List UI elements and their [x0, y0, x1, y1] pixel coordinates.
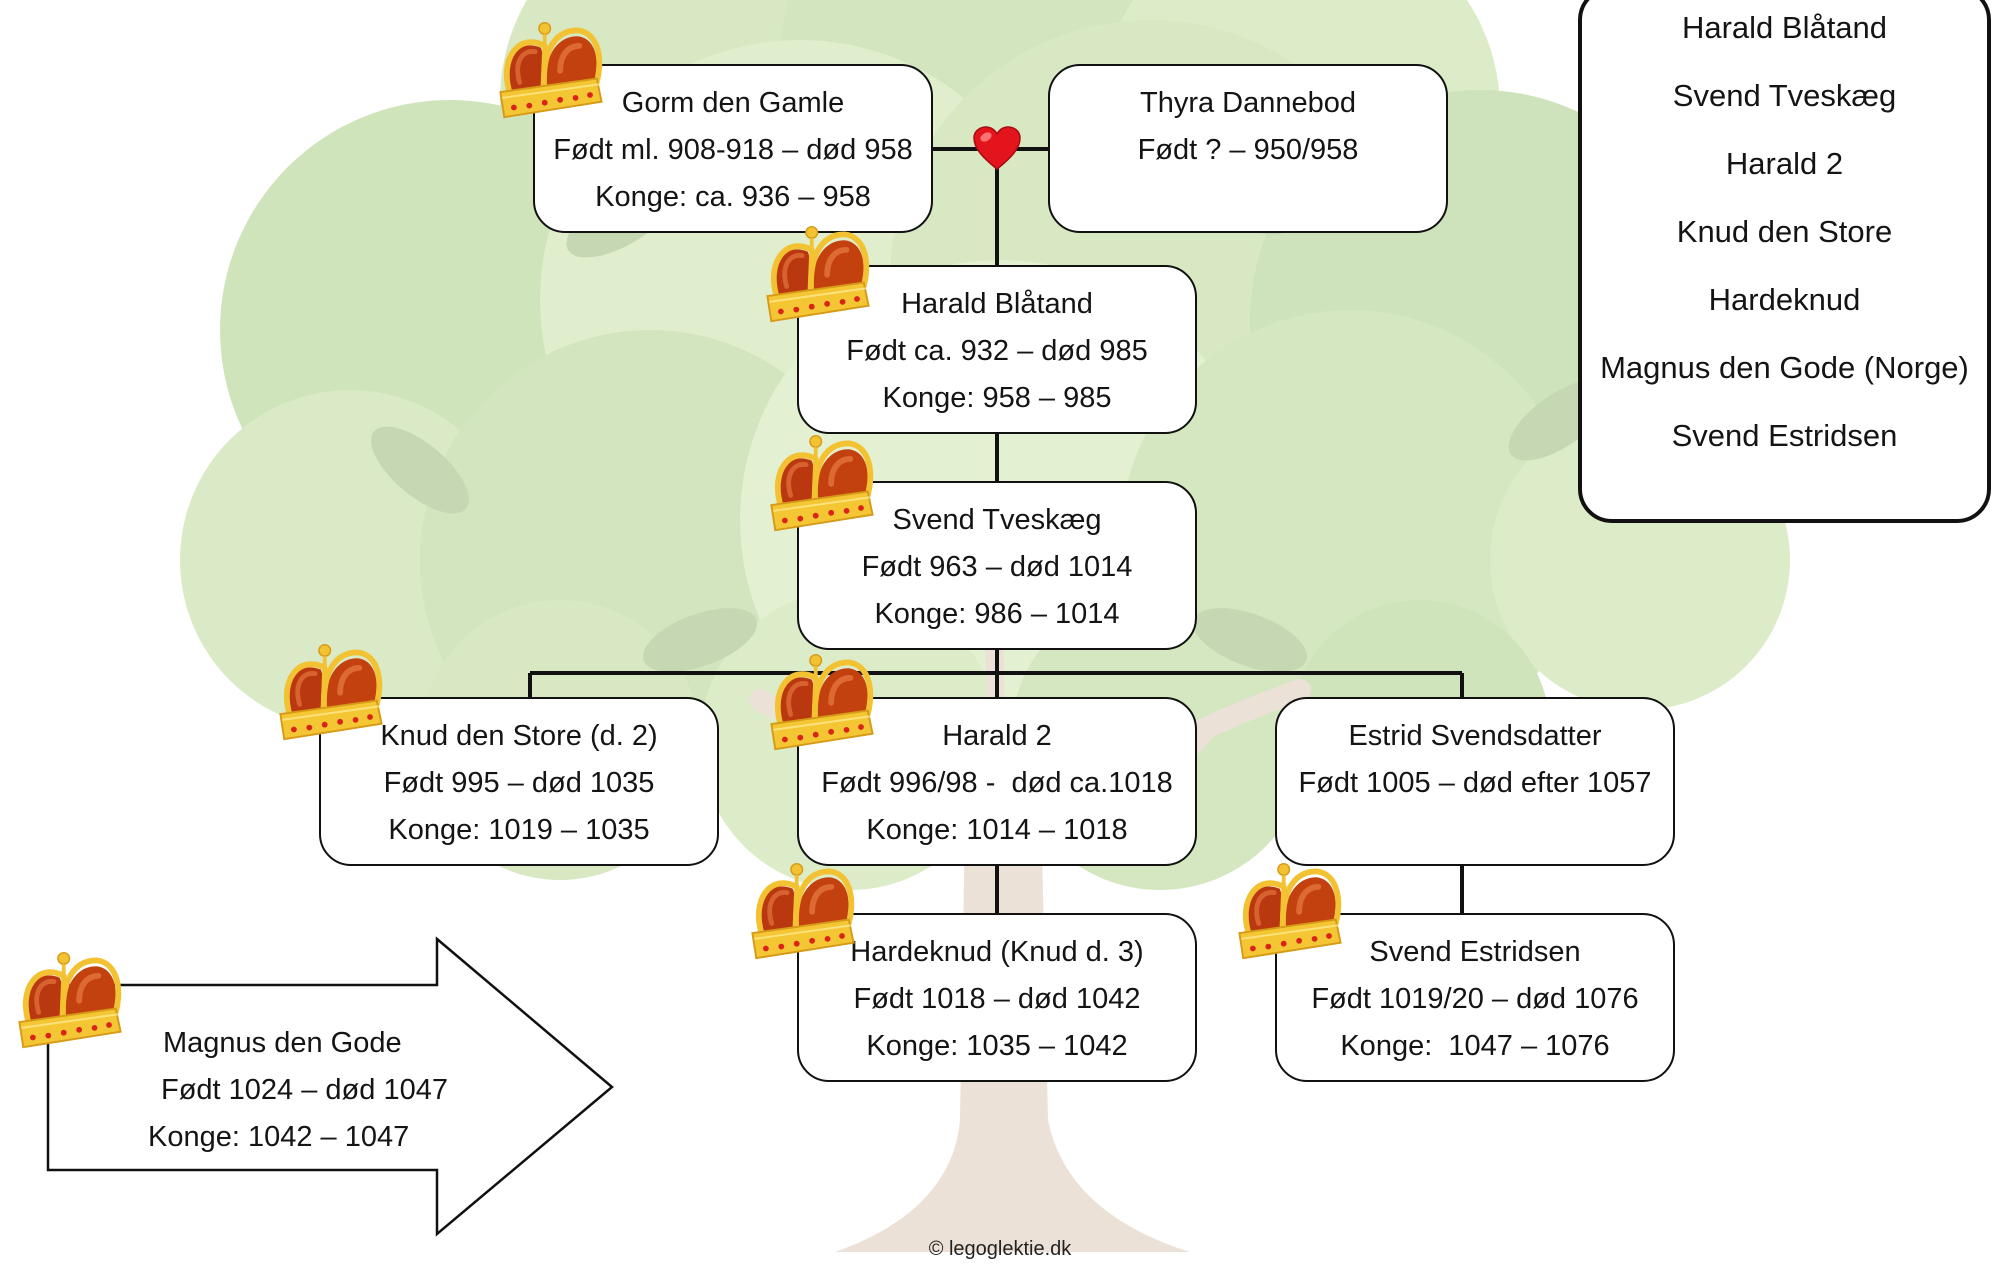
person-lifespan: Født 963 – død 1014: [861, 551, 1133, 583]
person-reign: Konge: 958 – 985: [882, 382, 1112, 414]
person-card-estrid-svendsdatter: Estrid Svendsdatter Født 1005 – død efte…: [1275, 697, 1675, 866]
person-card-hardeknud: Hardeknud (Knud d. 3) Født 1018 – død 10…: [797, 913, 1197, 1082]
person-lifespan: Født 995 – død 1035: [383, 767, 655, 799]
person-card-gorm-den-gamle: Gorm den Gamle Født ml. 908-918 – død 95…: [533, 64, 933, 233]
person-name: Harald Blåtand: [901, 288, 1093, 320]
person-card-harald-2: Harald 2 Født 996/98 - død ca.1018 Konge…: [797, 697, 1197, 866]
crown-icon: [762, 647, 881, 753]
crown-icon: [1230, 856, 1349, 962]
person-name: Knud den Store (d. 2): [380, 720, 658, 752]
king-list-item: Hardeknud: [1708, 282, 1861, 317]
person-card-svend-estridsen: Svend Estridsen Født 1019/20 – død 1076 …: [1275, 913, 1675, 1082]
person-reign: Konge: ca. 936 – 958: [595, 181, 871, 213]
person-name: Estrid Svendsdatter: [1348, 720, 1602, 752]
arrow-right-shape: [46, 936, 614, 1237]
magnus-reign: Konge: 1042 – 1047: [148, 1121, 410, 1153]
crown-icon: [762, 428, 881, 534]
person-reign: Konge: 1035 – 1042: [866, 1030, 1128, 1062]
person-name: Gorm den Gamle: [621, 87, 845, 119]
king-list-item: Svend Estridsen: [1671, 418, 1898, 453]
crown-icon: [271, 637, 390, 743]
king-list-item: Harald Blåtand: [1681, 10, 1888, 45]
person-card-knud-den-store: Knud den Store (d. 2) Født 995 – død 103…: [319, 697, 719, 866]
person-lifespan: Født 996/98 - død ca.1018: [821, 767, 1173, 799]
crown-icon: [10, 945, 129, 1051]
person-name: Harald 2: [942, 720, 1052, 752]
person-lifespan: Født 1018 – død 1042: [853, 983, 1141, 1015]
heart-icon: [973, 126, 1021, 170]
person-lifespan: Født 1005 – død efter 1057: [1298, 767, 1652, 799]
crown-icon: [491, 15, 610, 121]
person-name: Thyra Dannebod: [1139, 87, 1357, 119]
king-list-item: Magnus den Gode (Norge): [1600, 350, 1969, 385]
king-list-item: Knud den Store: [1676, 214, 1893, 249]
person-reign: Konge: 1014 – 1018: [866, 814, 1128, 846]
person-lifespan: Født ? – 950/958: [1137, 134, 1359, 166]
magnus-name: Magnus den Gode: [163, 1027, 402, 1059]
king-list-item: Harald 2: [1725, 146, 1844, 181]
person-card-harald-blatand: Harald Blåtand Født ca. 932 – død 985 Ko…: [797, 265, 1197, 434]
king-list: Harald Blåtand Svend Tveskæg Harald 2 Kn…: [1578, 0, 1991, 523]
person-name: Svend Estridsen: [1369, 936, 1581, 968]
person-reign: Konge: 1047 – 1076: [1340, 1030, 1610, 1062]
person-lifespan: Født ml. 908-918 – død 958: [553, 134, 913, 166]
person-name: Hardeknud (Knud d. 3): [850, 936, 1144, 968]
person-lifespan: Født 1019/20 – død 1076: [1311, 983, 1639, 1015]
person-lifespan: Født ca. 932 – død 985: [846, 335, 1148, 367]
person-name: Svend Tveskæg: [892, 504, 1102, 536]
person-reign: Konge: 986 – 1014: [874, 598, 1120, 630]
crown-icon: [743, 856, 862, 962]
person-card-thyra-dannebod: Thyra Dannebod Født ? – 950/958: [1048, 64, 1448, 233]
king-list-item: Svend Tveskæg: [1672, 78, 1897, 113]
person-card-svend-tveskaeg: Svend Tveskæg Født 963 – død 1014 Konge:…: [797, 481, 1197, 650]
copyright-notice: © legoglektie.dk: [928, 1238, 1072, 1260]
person-reign: Konge: 1019 – 1035: [388, 814, 650, 846]
crown-icon: [758, 219, 877, 325]
magnus-lifespan: Født 1024 – død 1047: [161, 1074, 448, 1106]
